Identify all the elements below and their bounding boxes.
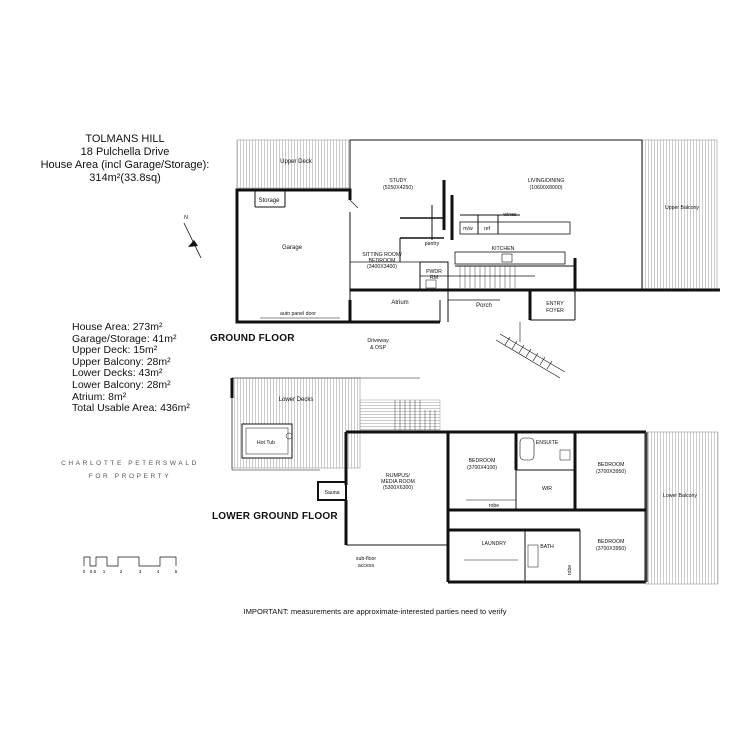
ground-floor-label: GROUND FLOOR xyxy=(210,333,295,344)
scale-bar: 0 0.5 1 2 3 4 5 xyxy=(83,556,178,574)
entry-label-2: FOYER xyxy=(546,308,564,314)
area-summary-list: House Area: 273m² Garage/Storage: 41m² U… xyxy=(72,321,190,415)
ensuite-label: ENSUITE xyxy=(536,440,559,446)
ground-floor-plan xyxy=(235,139,720,379)
lower-decks-label: Lower Decks xyxy=(279,397,314,403)
fridge-label: ref xyxy=(484,226,491,232)
area-item: Lower Decks: 43m² xyxy=(72,367,163,380)
study-dim: (5250X4250) xyxy=(383,185,413,191)
wir-label: WIR xyxy=(542,486,552,492)
svg-text:1: 1 xyxy=(103,569,106,574)
north-arrow-icon: N xyxy=(183,215,202,259)
area-item: Total Usable Area: 436m² xyxy=(72,402,190,415)
house-area-value: 314m²(33.8sq) xyxy=(89,172,161,184)
pantry-label: pantry xyxy=(425,241,440,247)
living-label: LIVING/DINING xyxy=(528,178,565,184)
svg-text:4: 4 xyxy=(157,569,160,574)
wines-label: wines xyxy=(503,212,517,218)
property-title-block: TOLMANS HILL 18 Pulchella Drive House Ar… xyxy=(30,133,220,185)
storage-label: Storage xyxy=(258,198,280,204)
auto-door-label: auto panel door xyxy=(280,311,316,317)
bedroom1-label: BEDROOM xyxy=(469,458,496,464)
bath-label: BATH xyxy=(540,544,554,550)
bedroom1-dim: (3700X4100) xyxy=(467,465,497,471)
lower-balcony-area xyxy=(645,431,719,585)
area-item: House Area: 273m² xyxy=(72,321,163,333)
sitting-label-2: BEDROOM xyxy=(369,258,396,264)
svg-text:2: 2 xyxy=(120,569,123,574)
pwdr-label-2: RM xyxy=(430,275,438,281)
agency-tagline: FOR PROPERTY xyxy=(88,473,172,480)
svg-text:0: 0 xyxy=(83,569,86,574)
rumpus-label-2: MEDIA ROOM xyxy=(381,479,415,485)
bedroom2-dim: (3700X3950) xyxy=(596,469,626,475)
ground-floor-labels: Upper Deck Storage Garage auto panel doo… xyxy=(258,159,699,351)
hot-tub-label: Hot Tub xyxy=(257,440,275,446)
area-item: Upper Deck: 15m² xyxy=(72,344,158,357)
lower-balcony-label: Lower Balcony xyxy=(663,493,697,499)
lower-ground-floor-label: LOWER GROUND FLOOR xyxy=(212,511,338,522)
bedroom3-label: BEDROOM xyxy=(598,539,625,545)
area-item: Atrium: 8m² xyxy=(72,390,127,403)
subfloor-label-1: sub-floor xyxy=(356,556,376,562)
svg-text:3: 3 xyxy=(139,569,142,574)
area-item: Garage/Storage: 41m² xyxy=(72,332,177,345)
rumpus-dim: (5300X6300) xyxy=(383,485,413,491)
sitting-dim: (3400X3400) xyxy=(367,264,397,270)
agency-name: CHARLOTTE PETERSWALD xyxy=(61,460,199,467)
driveway-label-2: & OSP xyxy=(370,345,386,351)
suburb-title: TOLMANS HILL xyxy=(85,133,165,145)
disclaimer-note: IMPORTANT: measurements are approximate-… xyxy=(243,607,507,616)
bedroom2-label: BEDROOM xyxy=(598,462,625,468)
robe2-label: robe xyxy=(567,565,573,575)
svg-text:N: N xyxy=(184,215,188,221)
upper-deck-area xyxy=(236,139,351,189)
rumpus-label-1: RUMPUS/ xyxy=(386,473,410,479)
robe-label: robe xyxy=(489,503,499,509)
area-item: Upper Balcony: 28m² xyxy=(72,355,171,368)
atrium-label: Atrium xyxy=(391,300,408,306)
driveway-label-1: Driveway xyxy=(367,338,389,344)
garage-label: Garage xyxy=(282,245,303,251)
area-item: Lower Balcony: 28m² xyxy=(72,378,171,391)
address: 18 Pulchella Drive xyxy=(80,146,170,158)
laundry-label: LAUNDRY xyxy=(482,541,507,547)
lower-ground-floor-plan xyxy=(230,377,719,585)
microwave-label: m/w xyxy=(463,226,473,232)
living-dim: (10600X8000) xyxy=(530,185,563,191)
pwdr-label-1: PWDR xyxy=(426,269,442,275)
hot-tub xyxy=(241,423,293,459)
house-area-label: House Area (incl Garage/Storage): xyxy=(40,159,210,171)
upper-balcony-area xyxy=(641,139,718,291)
sauna-label: Sauna xyxy=(324,490,339,496)
upper-balcony-label: Upper Balcony xyxy=(665,205,699,211)
sitting-label-1: SITTING ROOM/ xyxy=(362,252,402,258)
upper-deck-label: Upper Deck xyxy=(280,159,313,165)
subfloor-label-2: access xyxy=(358,563,375,569)
svg-text:0.5: 0.5 xyxy=(90,569,97,574)
kitchen-label: KITCHEN xyxy=(492,246,515,252)
bedroom3-dim: (3700X3950) xyxy=(596,546,626,552)
entry-label-1: ENTRY xyxy=(546,301,564,307)
porch-label: Porch xyxy=(476,303,492,309)
study-label: STUDY xyxy=(389,178,407,184)
lower-floor-labels: Lower Decks Hot Tub Sauna RUMPUS/ MEDIA … xyxy=(257,397,698,575)
svg-text:5: 5 xyxy=(175,569,178,574)
